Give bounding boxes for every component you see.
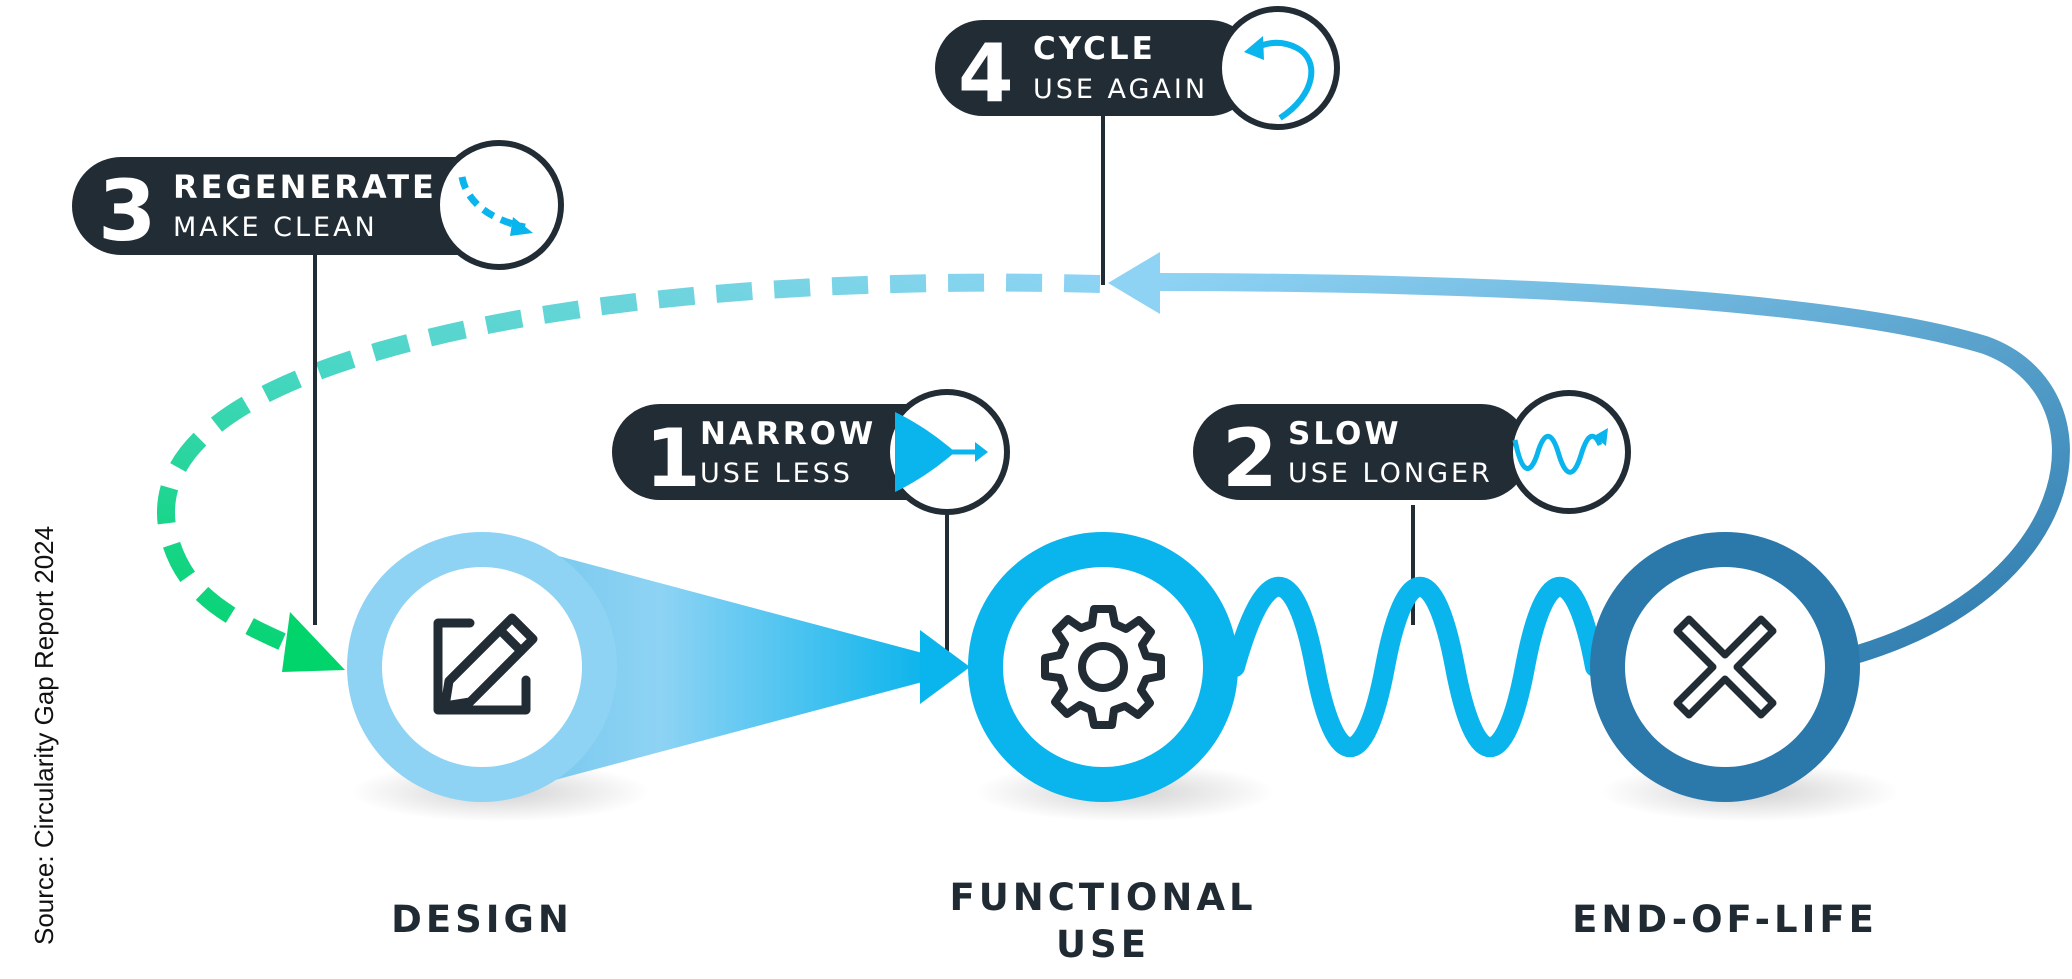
cycle-return-arrow xyxy=(1141,273,2070,664)
gear-icon xyxy=(1041,605,1165,729)
source-caption: Source: Circularity Gap Report 2024 xyxy=(29,526,59,945)
slow-wave-line xyxy=(1225,577,1605,757)
wave-arrow-icon xyxy=(1512,428,1608,475)
pill-subtitle: MAKE CLEAN xyxy=(173,212,378,243)
loop-arrow-icon xyxy=(1244,36,1315,121)
regenerate-arrowhead xyxy=(282,612,345,672)
edit-pencil-icon xyxy=(433,613,538,715)
pill-number: 4 xyxy=(958,27,1014,120)
pill-subtitle: USE AGAIN xyxy=(1033,74,1208,105)
narrow-flow-arrowhead xyxy=(920,630,970,704)
pill-title: REGENERATE xyxy=(173,168,437,206)
pill-subtitle: USE LESS xyxy=(700,458,853,489)
pill-title: CYCLE xyxy=(1033,31,1156,67)
strategy-pill-narrow: 1 NARROW USE LESS xyxy=(612,389,1010,515)
pill-title: NARROW xyxy=(700,416,876,452)
pill-title: SLOW xyxy=(1288,416,1402,452)
strategy-pill-slow: 2 SLOW USE LONGER xyxy=(1193,390,1631,514)
pill-number: 1 xyxy=(645,412,701,505)
pill-subtitle: USE LONGER xyxy=(1288,458,1493,489)
pill-number: 2 xyxy=(1222,412,1278,505)
stage-end-of-life xyxy=(1590,532,1860,802)
stage-label-functional: FUNCTIONAL xyxy=(949,876,1256,919)
pill-number: 3 xyxy=(98,162,156,260)
stage-label-end-of-life: END-OF-LIFE xyxy=(1572,898,1878,941)
stage-label-use: USE xyxy=(1056,923,1150,966)
stage-design xyxy=(347,532,617,802)
stage-functional-use xyxy=(968,532,1238,802)
strategy-pill-regenerate: 3 REGENERATE MAKE CLEAN xyxy=(72,140,564,270)
cycle-return-arrowhead xyxy=(1108,252,1160,314)
regenerate-dashed-arrow xyxy=(157,273,1101,654)
narrow-flow-icon xyxy=(895,412,988,492)
strategy-pill-cycle: 4 CYCLE USE AGAIN xyxy=(935,6,1340,130)
close-x-icon xyxy=(1673,615,1777,719)
stage-label-design: DESIGN xyxy=(391,898,573,941)
dashed-curved-arrow-icon xyxy=(458,176,533,236)
